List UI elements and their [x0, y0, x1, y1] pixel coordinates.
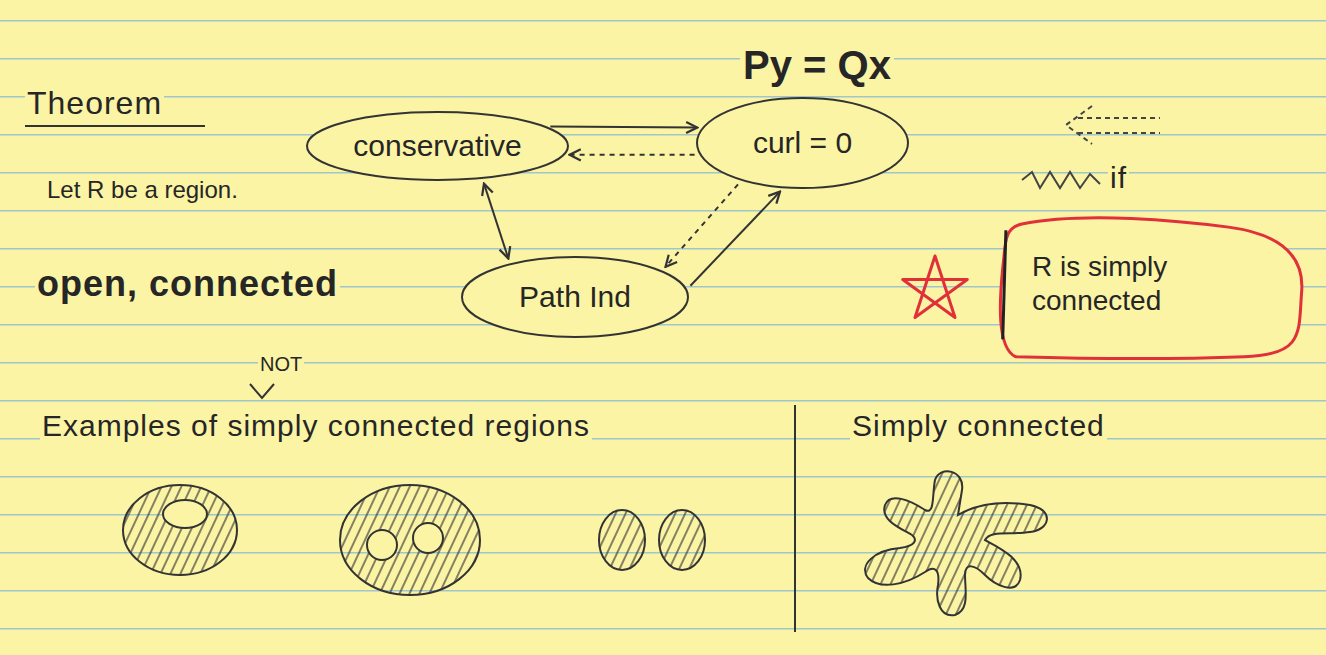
insert-caret	[250, 384, 274, 398]
node-body: R is simply connected	[990, 205, 1308, 363]
red-star	[903, 256, 968, 318]
condition-box-outline	[990, 205, 1308, 363]
node-label: R is simply connected	[1032, 250, 1262, 317]
section-caption: Examples of simply connected regions	[40, 408, 592, 444]
ellipse-border	[462, 257, 688, 337]
condition-box: R is simply connected	[990, 205, 1308, 363]
dotted-arrow	[666, 184, 738, 266]
ellipse-border	[697, 98, 908, 188]
solid-arrow	[550, 127, 697, 128]
condition-word: if	[1108, 160, 1129, 196]
divider-line	[794, 405, 796, 632]
disconnected-region	[599, 510, 705, 570]
title-underline	[25, 125, 205, 127]
node-label: conservative	[353, 128, 521, 164]
concept-ellipse: Path Ind	[460, 255, 690, 339]
solid-arrow	[690, 192, 780, 286]
hypothesis-text: open, connected	[35, 262, 340, 305]
hypothesis-text: Let R be a region.	[45, 176, 240, 205]
annulus-region	[123, 485, 237, 575]
red-outline	[1000, 218, 1302, 359]
node-body: conservative	[305, 110, 570, 182]
solid-arrow	[484, 184, 508, 259]
node-label: curl = 0	[753, 125, 852, 161]
simply-connected-blob	[865, 471, 1047, 615]
theorem-heading: Theorem	[25, 84, 164, 122]
two-hole-region	[340, 485, 480, 595]
bracket-line	[1003, 230, 1006, 339]
node-body: curl = 0	[695, 96, 910, 190]
concept-ellipse: curl = 0Py = Qx	[695, 96, 910, 190]
dotted-implies-arrow	[1066, 106, 1160, 144]
concept-ellipse: conservative	[305, 110, 570, 182]
ellipse-border	[307, 112, 568, 180]
scribble	[1022, 172, 1100, 188]
inserted-word: NOT	[258, 352, 304, 376]
equation-heading: Py = Qx	[740, 42, 894, 88]
dotted-arrow	[570, 154, 695, 156]
node-body: Path Ind	[460, 255, 690, 339]
section-caption: Simply connected	[850, 408, 1107, 444]
node-label: Path Ind	[519, 279, 631, 315]
